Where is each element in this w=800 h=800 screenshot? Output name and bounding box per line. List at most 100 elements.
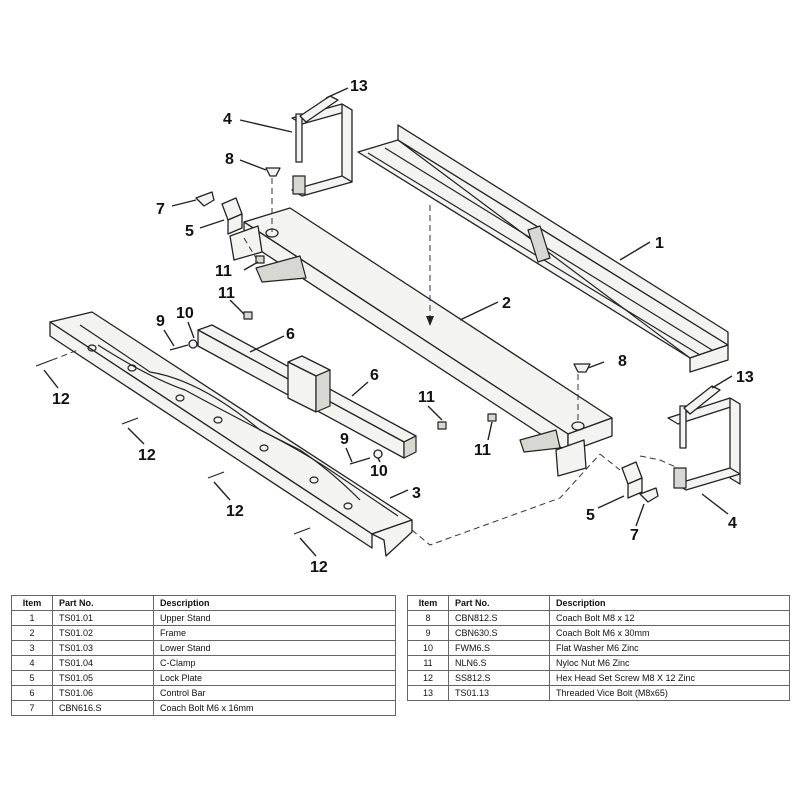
cell-description: Lock Plate	[153, 670, 396, 686]
cell-item: 4	[11, 655, 53, 671]
cell-item: 13	[407, 685, 449, 701]
column-header-part-no: Part No.	[52, 595, 154, 611]
callout-11: 11	[218, 285, 235, 302]
callout-7: 7	[156, 201, 165, 218]
cell-item: 10	[407, 640, 449, 656]
callout-10: 10	[370, 463, 388, 480]
cell-description: Nyloc Nut M6 Zinc	[549, 655, 790, 671]
column-header-description: Description	[153, 595, 396, 611]
callout-8: 8	[225, 151, 234, 168]
cell-description: Coach Bolt M6 x 30mm	[549, 625, 790, 641]
cell-description: Lower Stand	[153, 640, 396, 656]
callout-9: 9	[156, 313, 165, 330]
callout-10: 10	[176, 305, 194, 322]
cell-description: Coach Bolt M6 x 16mm	[153, 700, 396, 716]
cell-part-no: TS01.13	[448, 685, 550, 701]
callout-4: 4	[223, 111, 232, 128]
table-header-row: Item Part No. Description	[11, 595, 396, 611]
callout-6: 6	[370, 367, 379, 384]
cell-description: Control Bar	[153, 685, 396, 701]
c-clamp-lower	[667, 385, 741, 491]
cell-part-no: TS01.02	[52, 625, 154, 641]
exploded-assembly-diagram: 13 4 8 7 5 11 11 1 2 9 10 6 6 11 11 9 10…	[35, 78, 754, 576]
cell-part-no: TS01.01	[52, 610, 154, 626]
callout-8: 8	[618, 353, 627, 370]
c-clamp-upper	[291, 95, 353, 197]
cell-description: C-Clamp	[153, 655, 396, 671]
column-header-description: Description	[549, 595, 790, 611]
callout-13: 13	[350, 78, 368, 95]
callout-6: 6	[286, 326, 295, 343]
callout-2: 2	[502, 295, 511, 312]
cell-description: Frame	[153, 625, 396, 641]
lower-stand-part	[49, 311, 413, 557]
cell-item: 11	[407, 655, 449, 671]
callout-11: 11	[215, 263, 232, 280]
cell-description: Threaded Vice Bolt (M8x65)	[549, 685, 790, 701]
cell-item: 2	[11, 625, 53, 641]
cell-item: 5	[11, 670, 53, 686]
cell-item: 7	[11, 700, 53, 716]
callout-labels: 13 4 8 7 5 11 11 1 2 9 10 6 6 11 11 9 10…	[52, 78, 754, 576]
column-header-item: Item	[11, 595, 53, 611]
assembly-dashed-lines	[51, 178, 679, 546]
callout-5: 5	[185, 223, 194, 240]
cell-item: 12	[407, 670, 449, 686]
callout-5: 5	[586, 507, 595, 524]
callout-11: 11	[474, 442, 491, 459]
cell-item: 1	[11, 610, 53, 626]
callout-12: 12	[226, 503, 244, 520]
cell-item: 3	[11, 640, 53, 656]
column-header-part-no: Part No.	[448, 595, 550, 611]
callout-7: 7	[630, 527, 639, 544]
cell-part-no: SS812.S	[448, 670, 550, 686]
callout-13: 13	[736, 369, 754, 386]
fastener-glyphs	[35, 167, 659, 535]
cell-description: Upper Stand	[153, 610, 396, 626]
callout-3: 3	[412, 485, 421, 502]
lock-plate-lower	[621, 461, 643, 499]
cell-part-no: NLN6.S	[448, 655, 550, 671]
cell-part-no: TS01.04	[52, 655, 154, 671]
callout-12: 12	[52, 391, 70, 408]
cell-description: Flat Washer M6 Zinc	[549, 640, 790, 656]
cell-part-no: CBN630.S	[448, 625, 550, 641]
upper-stand-part	[357, 124, 729, 373]
cell-description: Hex Head Set Screw M8 X 12 Zinc	[549, 670, 790, 686]
callout-12: 12	[310, 559, 328, 576]
cell-item: 8	[407, 610, 449, 626]
callout-11: 11	[418, 389, 435, 406]
column-header-item: Item	[407, 595, 449, 611]
cell-description: Coach Bolt M8 x 12	[549, 610, 790, 626]
cell-part-no: FWM6.S	[448, 640, 550, 656]
control-bar-part-lower	[287, 355, 331, 413]
cell-part-no: TS01.05	[52, 670, 154, 686]
cell-part-no: TS01.03	[52, 640, 154, 656]
cell-item: 9	[407, 625, 449, 641]
lock-plate-upper	[221, 197, 243, 235]
table-header-row: Item Part No. Description	[407, 595, 790, 611]
callout-1: 1	[655, 235, 664, 252]
leader-lines	[43, 87, 733, 557]
cell-item: 6	[11, 685, 53, 701]
cell-part-no: TS01.06	[52, 685, 154, 701]
cell-part-no: CBN616.S	[52, 700, 154, 716]
callout-12: 12	[138, 447, 156, 464]
cell-part-no: CBN812.S	[448, 610, 550, 626]
callout-9: 9	[340, 431, 349, 448]
